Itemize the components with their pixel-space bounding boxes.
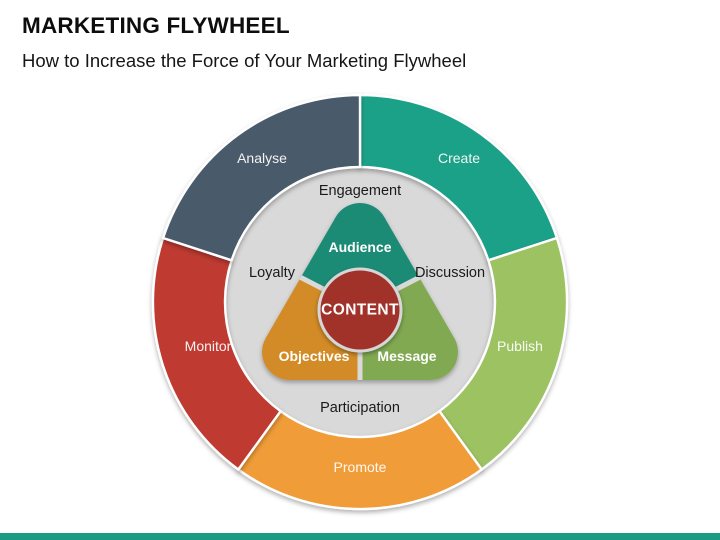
label-create: Create [438,150,480,166]
slide-title: MARKETING FLYWHEEL [22,13,290,38]
core-triangle [110,40,610,445]
center-hub-circle [317,267,403,353]
label-analyse: Analyse [237,150,287,166]
label-discussion: Discussion [415,265,485,281]
label-content: CONTENT [321,302,399,319]
label-audience: Audience [328,239,391,255]
label-objectives: Objectives [279,348,350,364]
label-engagement: Engagement [319,183,401,199]
label-message: Message [377,348,436,364]
core-objectives [110,212,360,445]
accent-footer-bar [0,533,720,540]
core-message [360,212,610,445]
core-audience [174,40,546,308]
label-monitor: Monitor [185,338,232,354]
label-publish: Publish [497,338,543,354]
label-participation: Participation [320,400,400,416]
label-loyalty: Loyalty [249,265,296,281]
label-promote: Promote [334,459,387,475]
